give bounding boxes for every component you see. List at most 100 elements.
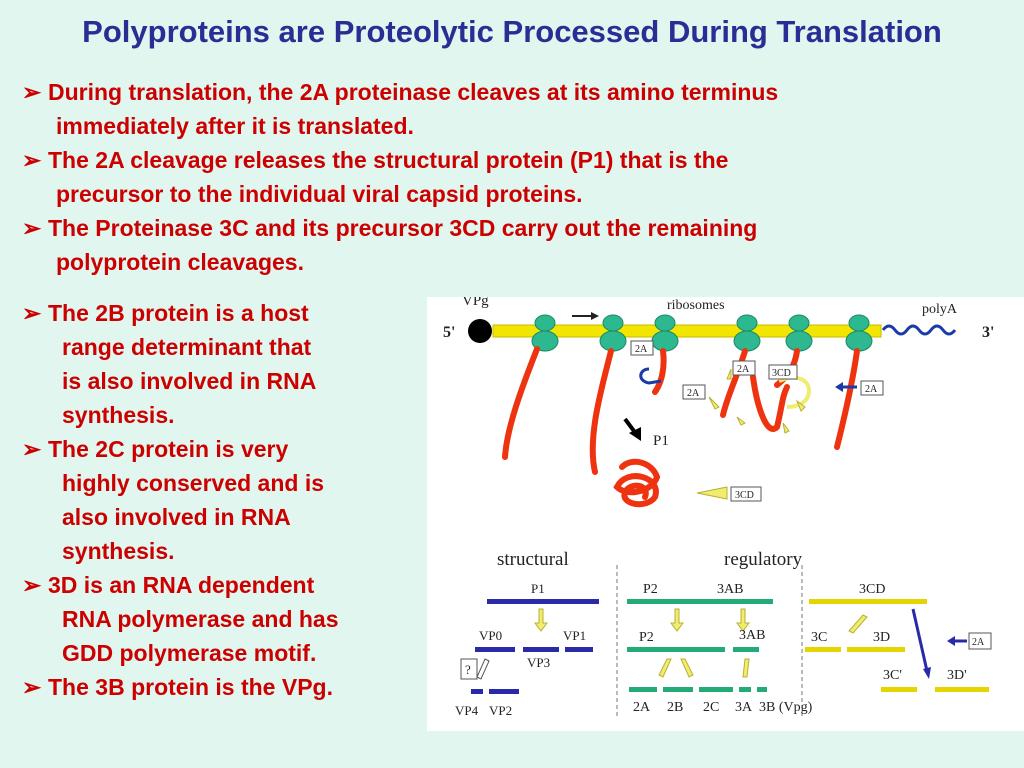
yellow-arrow xyxy=(658,658,672,678)
label-2a: 2A xyxy=(633,700,651,715)
ribosome xyxy=(531,330,559,352)
box-2a xyxy=(682,384,706,400)
ribosome xyxy=(654,314,676,332)
3a-bar xyxy=(739,687,751,692)
nascent-chain xyxy=(750,374,790,432)
2c-bar xyxy=(699,687,733,692)
2a-arrow-head xyxy=(835,382,843,392)
3d-prime-bar xyxy=(935,687,989,692)
vp4-bar xyxy=(471,689,483,694)
box-3cd-label: 3CD xyxy=(772,368,791,379)
yellow-arrow xyxy=(726,368,732,380)
unknown-box xyxy=(460,658,478,680)
label-p1: P1 xyxy=(531,581,545,596)
ribosomes-label: ribosomes xyxy=(667,298,725,313)
label-3ab: 3AB xyxy=(739,628,765,643)
yellow-arrow xyxy=(680,658,694,678)
label-3d-prime: 3D' xyxy=(947,668,967,683)
3cd-bar xyxy=(809,599,927,604)
bullet-3b: ➢The 3B protein is the VPg. xyxy=(22,670,422,704)
yellow-arrow xyxy=(795,399,806,412)
regulatory-heading: regulatory xyxy=(724,549,803,570)
3b-bar xyxy=(757,687,767,692)
bullet-arrow-icon: ➢ xyxy=(22,215,42,241)
polyprotein-processing-figure: VPg ribosomes polyA 5' 3' xyxy=(427,297,1024,731)
label-3d: 3D xyxy=(873,630,890,645)
direction-arrow-head xyxy=(591,312,599,320)
p1-folded-protein xyxy=(613,458,661,508)
label-2b: 2B xyxy=(667,700,683,715)
yellow-arrow xyxy=(736,608,750,632)
3c-bar xyxy=(805,647,841,652)
ribosome xyxy=(845,330,873,352)
rna-strand xyxy=(492,324,882,338)
ribosome xyxy=(736,314,758,332)
label-unknown: ? xyxy=(465,662,471,677)
box-3cd xyxy=(768,364,798,380)
nascent-chain xyxy=(834,348,860,450)
ribosomes xyxy=(531,314,873,352)
box-2a xyxy=(968,632,992,650)
p2-scheme: P2 3AB P2 3AB 2A 2B 2C 3A 3B (Vpg) xyxy=(627,582,813,715)
p2-3ab-bar xyxy=(627,599,773,604)
box-2a-label: 2A xyxy=(687,388,700,399)
yellow-arrow xyxy=(742,658,750,678)
five-prime-label: 5' xyxy=(443,324,455,341)
bullet-arrow-icon: ➢ xyxy=(22,300,42,326)
2a-arrow-head xyxy=(947,636,955,646)
yellow-arrow xyxy=(848,614,868,634)
ribosome xyxy=(651,330,679,352)
3ab-bar xyxy=(733,647,759,652)
box-2a-label: 2A xyxy=(972,637,985,648)
p1-bar xyxy=(487,599,599,604)
p1-label: P1 xyxy=(653,433,669,449)
ribosome xyxy=(534,314,556,332)
yellow-arrow xyxy=(736,416,746,426)
label-3cd: 3CD xyxy=(859,582,885,597)
box-3cd xyxy=(730,486,762,502)
white-arrow xyxy=(476,658,490,680)
yellow-arrow xyxy=(670,608,684,632)
box-2a-label: 2A xyxy=(635,344,648,355)
label-p2: P2 xyxy=(639,630,654,645)
cleavage-arrow xyxy=(639,367,662,385)
label-vp1: VP1 xyxy=(563,628,586,643)
bullet-arrow-icon: ➢ xyxy=(22,147,42,173)
3d-cleavage-arrow xyxy=(911,608,929,672)
polya-tail xyxy=(881,324,957,336)
cleavage-boxes: 2A 2A 2A 3CD 2A 3CD xyxy=(630,340,884,502)
slide-title: Polyproteins are Proteolytic Processed D… xyxy=(82,14,942,49)
vp1-bar xyxy=(565,647,593,652)
yellow-arrow xyxy=(696,486,728,500)
label-vp3: VP3 xyxy=(527,655,550,670)
vpg-dot xyxy=(468,319,492,343)
structural-heading: structural xyxy=(497,549,569,570)
label-vp4: VP4 xyxy=(455,703,479,718)
3c-prime-bar xyxy=(881,687,917,692)
bullet-arrow-icon: ➢ xyxy=(22,79,42,105)
p1-release-arrow-head xyxy=(629,427,641,441)
structural-scheme: P1 VP0 VP1 VP3 ? VP4 VP2 xyxy=(455,581,599,718)
p2-bar xyxy=(627,647,725,652)
yellow-arrows xyxy=(696,368,806,500)
bullet-arrow-icon: ➢ xyxy=(22,674,42,700)
3d-cleavage-arrow-head xyxy=(923,667,931,679)
bullet-3c-3cd: ➢The Proteinase 3C and its precursor 3CD… xyxy=(22,211,1012,279)
polya-label: polyA xyxy=(922,302,958,317)
2a-bar xyxy=(629,687,657,692)
nascent-chain xyxy=(589,348,614,475)
label-3c: 3C xyxy=(811,630,827,645)
label-3ab-top: 3AB xyxy=(717,582,743,597)
bullet-arrow-icon: ➢ xyxy=(22,436,42,462)
vp0-bar xyxy=(475,647,515,652)
ribosome xyxy=(848,314,870,332)
ribosome xyxy=(785,330,813,352)
bullet-3d: ➢3D is an RNA dependent RNA polymerase a… xyxy=(22,568,422,670)
box-2a xyxy=(732,360,756,376)
nascent-chain xyxy=(720,348,748,418)
ribosome xyxy=(788,314,810,332)
nascent-chain xyxy=(652,348,667,395)
yellow-arrow xyxy=(782,422,790,434)
bullet-2a-cleavage: ➢During translation, the 2A proteinase c… xyxy=(22,75,1012,143)
ribosome xyxy=(602,314,624,332)
